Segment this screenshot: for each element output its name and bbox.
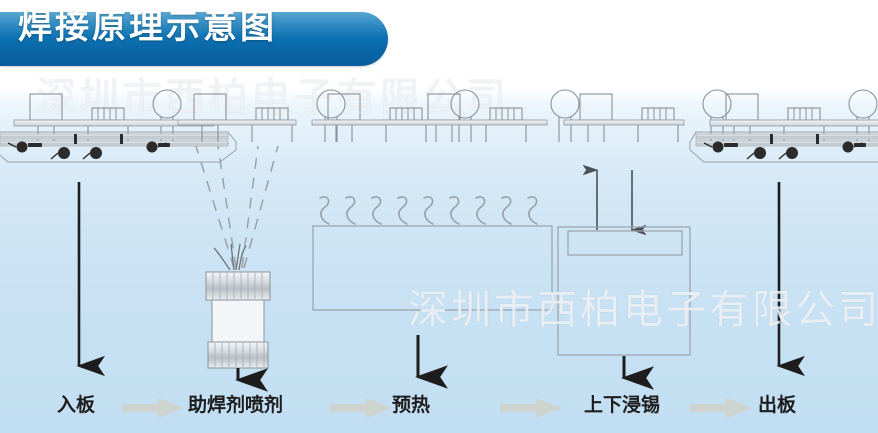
stage-label-outfeed: 出板 xyxy=(758,394,797,416)
solder-pot-body xyxy=(557,226,691,356)
stage-infeed-graphic xyxy=(0,89,237,163)
stage-preheat-graphic xyxy=(311,89,580,311)
page-title: 焊接原理示意图 xyxy=(18,7,277,47)
stage-label-preheat: 预热 xyxy=(392,394,431,416)
flow-arrow-1-icon xyxy=(122,398,184,418)
flow-arrow-4-icon xyxy=(690,398,752,418)
stage-label-solder-dip: 上下浸锡 xyxy=(584,394,661,416)
solder-wave-nozzle xyxy=(567,230,683,256)
stage-solder-graphic xyxy=(557,89,732,356)
flow-arrow-3-icon xyxy=(500,398,562,418)
flux-sprayer-nozzle xyxy=(205,271,271,369)
flux-spray-rays xyxy=(195,145,279,269)
title-banner xyxy=(0,12,388,66)
stage-label-flux-spray: 助焊剂喷剂 xyxy=(188,394,284,416)
flow-arrow-2-icon xyxy=(330,398,392,418)
preheater-body xyxy=(312,225,553,311)
stage-label-row: 入板 助焊剂喷剂 预热 上下浸锡 出板 xyxy=(0,392,878,432)
stage-flux-graphic xyxy=(177,89,346,369)
preheat-heat-waves xyxy=(319,196,538,225)
stage-outfeed-graphic xyxy=(689,89,878,163)
stage-label-infeed: 入板 xyxy=(57,394,96,416)
